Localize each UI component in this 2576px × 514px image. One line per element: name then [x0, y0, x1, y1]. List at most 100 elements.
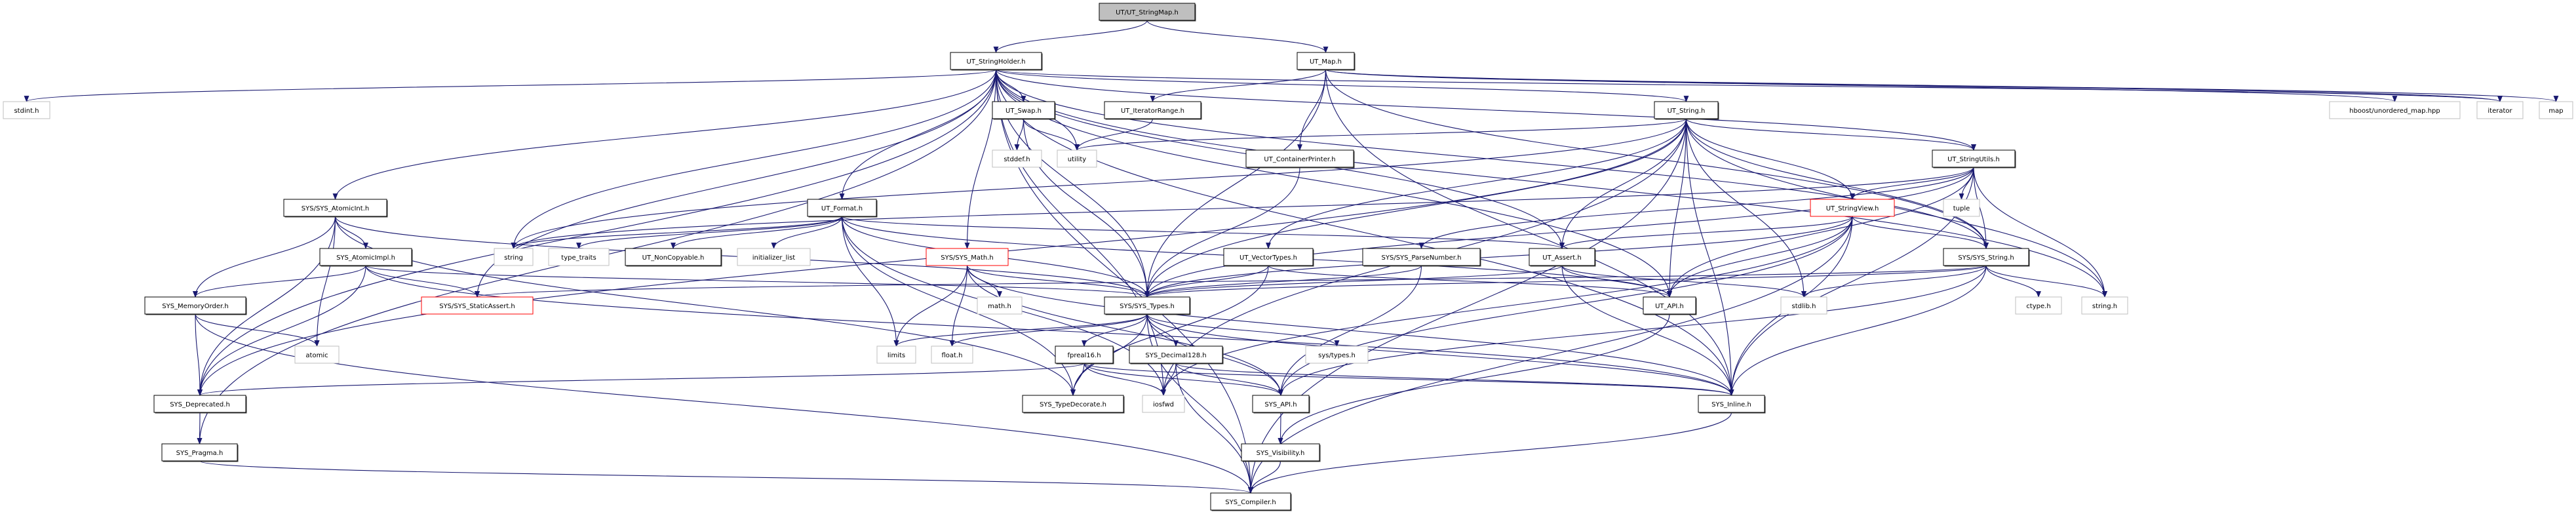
node-sysmath[interactable]: SYS/SYS_Math.h	[926, 248, 1009, 266]
node-box	[1099, 3, 1196, 21]
edge-memorder-to-deprecated	[195, 313, 203, 396]
node-noncopy[interactable]: UT_NonCopyable.h	[625, 248, 722, 267]
node-label: SYS/SYS_AtomicInt.h	[302, 205, 369, 212]
edge-fpreal16-to-iosfwd	[1083, 363, 1166, 396]
node-atomicint[interactable]: SYS/SYS_AtomicInt.h	[283, 199, 388, 218]
node-map_h[interactable]: UT_Map.h	[1297, 52, 1356, 71]
edge-format-to-typedecorate	[841, 216, 1076, 396]
node-hboost: hboost/unordered_map.hpp	[2329, 101, 2461, 119]
node-label: limits	[888, 352, 905, 359]
node-box	[992, 149, 1042, 168]
edge-fpreal16-to-sysapi	[1083, 363, 1283, 396]
node-sysapi[interactable]: SYS_API.h	[1252, 395, 1310, 414]
node-box	[931, 346, 973, 364]
node-stddef: stddef.h	[992, 149, 1042, 168]
node-assert[interactable]: UT_Assert.h	[1529, 248, 1596, 267]
node-box	[876, 346, 916, 364]
node-label: SYS/SYS_String.h	[1958, 254, 2014, 262]
node-box	[1943, 199, 1980, 217]
node-label: UT/UT_StringMap.h	[1116, 9, 1179, 16]
node-label: SYS_Inline.h	[1711, 401, 1751, 408]
edge-utstring-to-strview	[1685, 118, 1855, 200]
edge-strview-to-compiler	[1248, 216, 1853, 494]
node-label: SYS_Decimal128.h	[1145, 352, 1206, 359]
node-box	[3, 101, 50, 119]
edge-utstring-to-inline	[1685, 118, 1734, 396]
edge-map_h-to-contprinter	[1297, 69, 1327, 151]
node-label: SYS/SYS_StaticAssert.h	[439, 303, 515, 310]
node-staticassert[interactable]: SYS/SYS_StaticAssert.h	[421, 296, 534, 315]
node-utstring[interactable]: UT_String.h	[1654, 101, 1719, 120]
node-visibility[interactable]: SYS_Visibility.h	[1241, 443, 1321, 462]
node-label: string.h	[2092, 303, 2117, 310]
edge-assert-to-inline	[1561, 265, 1734, 396]
node-label: SYS_Pragma.h	[176, 450, 224, 457]
node-parsenum[interactable]: SYS/SYS_ParseNumber.h	[1362, 248, 1481, 267]
node-strview[interactable]: UT_StringView.h	[1810, 199, 1895, 217]
edge-sysmath-to-float	[949, 265, 968, 347]
edge-pragma-to-compiler	[199, 460, 1253, 494]
edge-map_h-to-map	[1325, 69, 2558, 102]
edge-sysstring-to-stringh	[1985, 265, 2107, 298]
node-label: SYS_TypeDecorate.h	[1040, 401, 1106, 408]
node-atomicimpl[interactable]: SYS_AtomicImpl.h	[319, 248, 413, 267]
edge-format-to-assert	[841, 216, 1565, 249]
node-stringh: string.h	[2081, 296, 2128, 315]
nodes-layer: UT/UT_StringMap.hUT_StringHolder.h UT_Map…	[3, 3, 2573, 511]
node-decimal[interactable]: SYS_Decimal128.h	[1129, 346, 1224, 365]
node-label: UT_Format.h	[821, 205, 863, 212]
edge-assert-to-systypes	[1144, 265, 1563, 298]
node-utapi[interactable]: UT_API.h	[1643, 296, 1697, 315]
node-holder[interactable]: UT_StringHolder.h	[950, 52, 1043, 71]
edge-assert-to-stdlib	[1561, 265, 1806, 298]
node-label: UT_VectorTypes.h	[1239, 254, 1297, 262]
node-strutils[interactable]: UT_StringUtils.h	[1932, 149, 2016, 168]
node-label: SYS/SYS_Math.h	[941, 254, 994, 262]
node-box	[1245, 149, 1354, 168]
node-label: UT_IteratorRange.h	[1121, 108, 1184, 115]
edge-sysmath-to-limits	[893, 265, 968, 347]
node-box	[1932, 149, 2016, 168]
edge-holder-to-utstring	[995, 69, 1689, 102]
node-ctype: ctype.h	[2015, 296, 2062, 315]
node-label: UT_Assert.h	[1542, 254, 1581, 262]
node-sysstring[interactable]: SYS/SYS_String.h	[1943, 248, 2030, 267]
node-compiler[interactable]: SYS_Compiler.h	[1210, 492, 1292, 511]
node-box	[1057, 149, 1097, 168]
node-map: map	[2539, 101, 2573, 119]
node-typedecorate[interactable]: SYS_TypeDecorate.h	[1022, 395, 1125, 414]
node-box	[1142, 395, 1185, 413]
node-tuple: tuple	[1943, 199, 1980, 217]
node-box	[807, 199, 877, 217]
node-vectypes[interactable]: UT_VectorTypes.h	[1223, 248, 1314, 267]
node-pragma[interactable]: SYS_Pragma.h	[161, 443, 239, 462]
edge-atomicimpl-to-staticassert	[365, 265, 480, 298]
node-format[interactable]: UT_Format.h	[807, 199, 878, 218]
node-float: float.h	[931, 346, 973, 364]
node-inline[interactable]: SYS_Inline.h	[1698, 395, 1766, 414]
edge-decimal-to-iosfwd	[1161, 363, 1177, 396]
edge-format-to-limits	[841, 216, 899, 347]
edge-format-to-typetraits	[576, 216, 843, 249]
edge-fpreal16-to-deprecated	[197, 363, 1085, 396]
node-systypes[interactable]: SYS/SYS_Types.h	[1104, 296, 1191, 315]
node-label: SYS_Visibility.h	[1257, 450, 1305, 457]
node-iterrange[interactable]: UT_IteratorRange.h	[1104, 101, 1202, 120]
node-root[interactable]: UT/UT_StringMap.h	[1099, 3, 1196, 22]
edge-utstring-to-utapi	[1667, 118, 1687, 298]
node-box	[494, 248, 534, 266]
edge-systypes-to-limits	[893, 313, 1148, 347]
node-box	[1943, 248, 2029, 266]
node-fpreal16[interactable]: fpreal16.h	[1055, 346, 1114, 365]
edge-utstring-to-stringh	[1685, 118, 2107, 298]
node-contprinter[interactable]: UT_ContainerPrinter.h	[1245, 149, 1355, 168]
edge-strutils-to-strview	[1850, 167, 1974, 200]
node-swap[interactable]: UT_Swap.h	[992, 101, 1056, 120]
edge-holder-to-inline	[995, 69, 1734, 396]
node-box	[421, 296, 534, 315]
node-deprecated[interactable]: SYS_Deprecated.h	[153, 395, 247, 414]
edge-strview-to-sysapi	[1278, 216, 1853, 396]
node-memorder[interactable]: SYS_MemoryOrder.h	[144, 296, 247, 315]
node-label: map	[2548, 108, 2563, 115]
node-box	[2015, 296, 2062, 315]
